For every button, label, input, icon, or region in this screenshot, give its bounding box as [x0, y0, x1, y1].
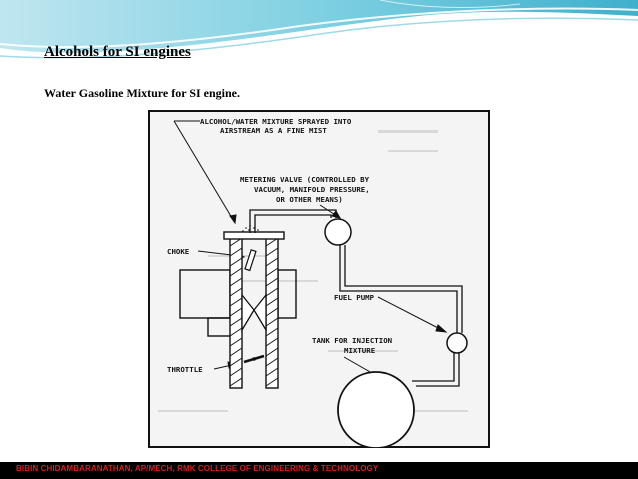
label-spray-line1: ALCOHOL/WATER MIXTURE SPRAYED INTO	[200, 117, 352, 126]
label-valve-line2: VACUUM, MANIFOLD PRESSURE,	[254, 185, 370, 194]
choke-plate	[244, 249, 257, 272]
header-wave-decoration	[0, 0, 638, 59]
injection-mixture-tank	[337, 371, 415, 448]
carburetor	[223, 231, 285, 389]
label-valve-line1: METERING VALVE (CONTROLLED BY	[240, 175, 370, 184]
venturi-left	[241, 293, 255, 333]
throttle-pivot	[252, 357, 256, 361]
label-choke: CHOKE	[167, 247, 189, 256]
slide-title: Alcohols for SI engines	[44, 44, 191, 60]
fuel-pump	[446, 332, 468, 354]
injection-piping	[249, 209, 463, 387]
label-valve-line3: OR OTHER MEANS)	[276, 195, 343, 204]
label-throttle: THROTTLE	[167, 365, 203, 374]
carburetor-cap	[223, 231, 285, 240]
label-tank-line1: TANK FOR INJECTION	[312, 336, 393, 345]
water-gasoline-injection-diagram: ALCOHOL/WATER MIXTURE SPRAYED INTO AIRST…	[158, 117, 468, 448]
leader-lines	[173, 120, 448, 384]
footer-bar: BIBIN CHIDAMBARANATHAN, AP/MECH, RMK COL…	[0, 462, 638, 479]
label-fuel-pump: FUEL PUMP	[334, 293, 375, 302]
hatch-right	[265, 237, 279, 387]
venturi-right	[253, 293, 267, 333]
diagram-frame	[148, 110, 490, 448]
metering-valve	[324, 218, 352, 246]
label-spray-line2: AIRSTREAM AS A FINE MIST	[220, 126, 327, 135]
slide-subtitle: Water Gasoline Mixture for SI engine.	[44, 86, 240, 100]
label-tank-line2: MIXTURE	[344, 346, 375, 355]
footer-credit: BIBIN CHIDAMBARANATHAN, AP/MECH, RMK COL…	[16, 464, 379, 473]
